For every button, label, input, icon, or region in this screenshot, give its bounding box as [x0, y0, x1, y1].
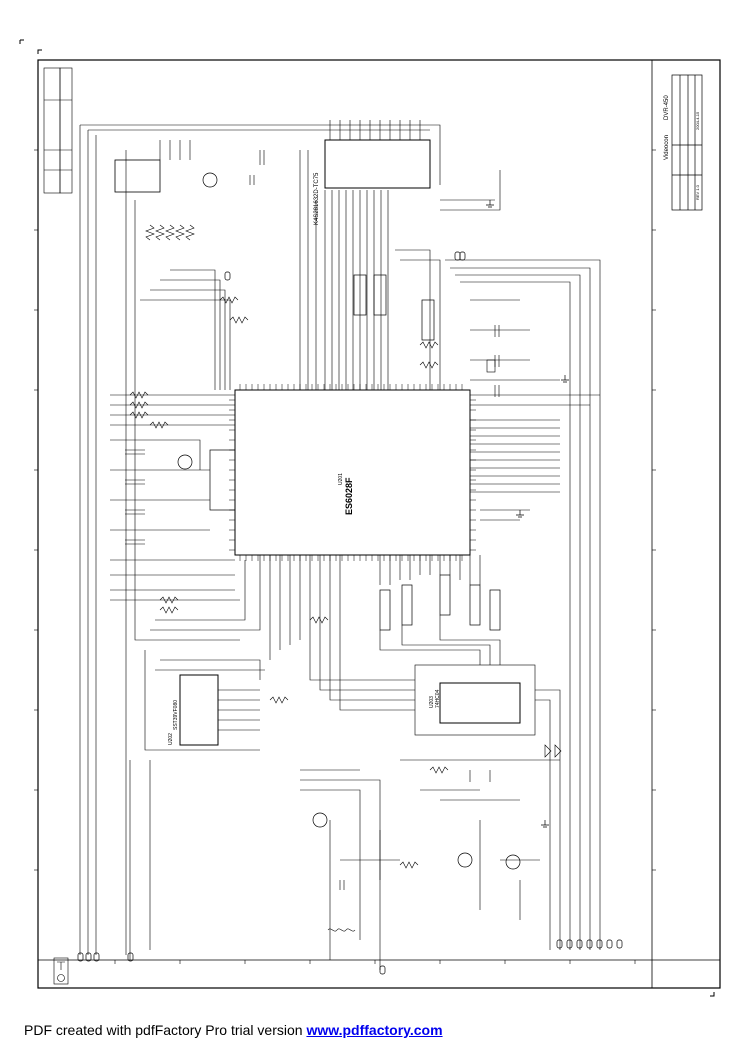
- title-model: DVR-450: [664, 95, 670, 120]
- flash-name: SST39VF080: [173, 700, 179, 730]
- sdram-name: K4S281632D-TC75: [314, 172, 320, 225]
- border-ticks: [34, 149, 656, 964]
- pdf-footer: PDF created with pdfFactory Pro trial ve…: [24, 1022, 443, 1038]
- crystal-and-coils: [327, 359, 562, 932]
- title-company: Videocon: [664, 135, 670, 160]
- title-block: [671, 74, 703, 211]
- transistors: [177, 172, 521, 870]
- sheet-frame: [19, 39, 721, 997]
- audio-dac-chip: [114, 159, 161, 193]
- buffer-chips: [209, 274, 501, 631]
- footer-link[interactable]: www.pdffactory.com: [306, 1022, 443, 1038]
- sdram-chip: K4S281632D-TC75: [314, 139, 431, 225]
- title-date: 2004-4-15: [695, 111, 700, 130]
- bottom-connectors: [77, 251, 623, 975]
- footer-text: PDF created with pdfFactory Pro trial ve…: [24, 1022, 307, 1038]
- main-chip-name: ES6028F: [344, 477, 354, 515]
- main-chip-ref: U201: [338, 473, 344, 485]
- corner-logo: [53, 957, 69, 985]
- title-rev: REV 1.0: [695, 184, 700, 200]
- revision-table: [43, 67, 73, 194]
- pin-rows: [229, 384, 476, 561]
- amp-name: 74HC04: [435, 689, 441, 708]
- wiring: [79, 120, 601, 970]
- amp-chip: U203 74HC04: [414, 664, 536, 736]
- ground-symbols: [486, 200, 569, 828]
- flash-chip: U202 SST39VF080: [168, 674, 219, 746]
- flash-ref: U202: [168, 733, 174, 745]
- main-decoder-chip: ES6028F U201: [234, 389, 471, 556]
- amp-ref: U203: [429, 696, 435, 708]
- passive-components: [125, 140, 500, 890]
